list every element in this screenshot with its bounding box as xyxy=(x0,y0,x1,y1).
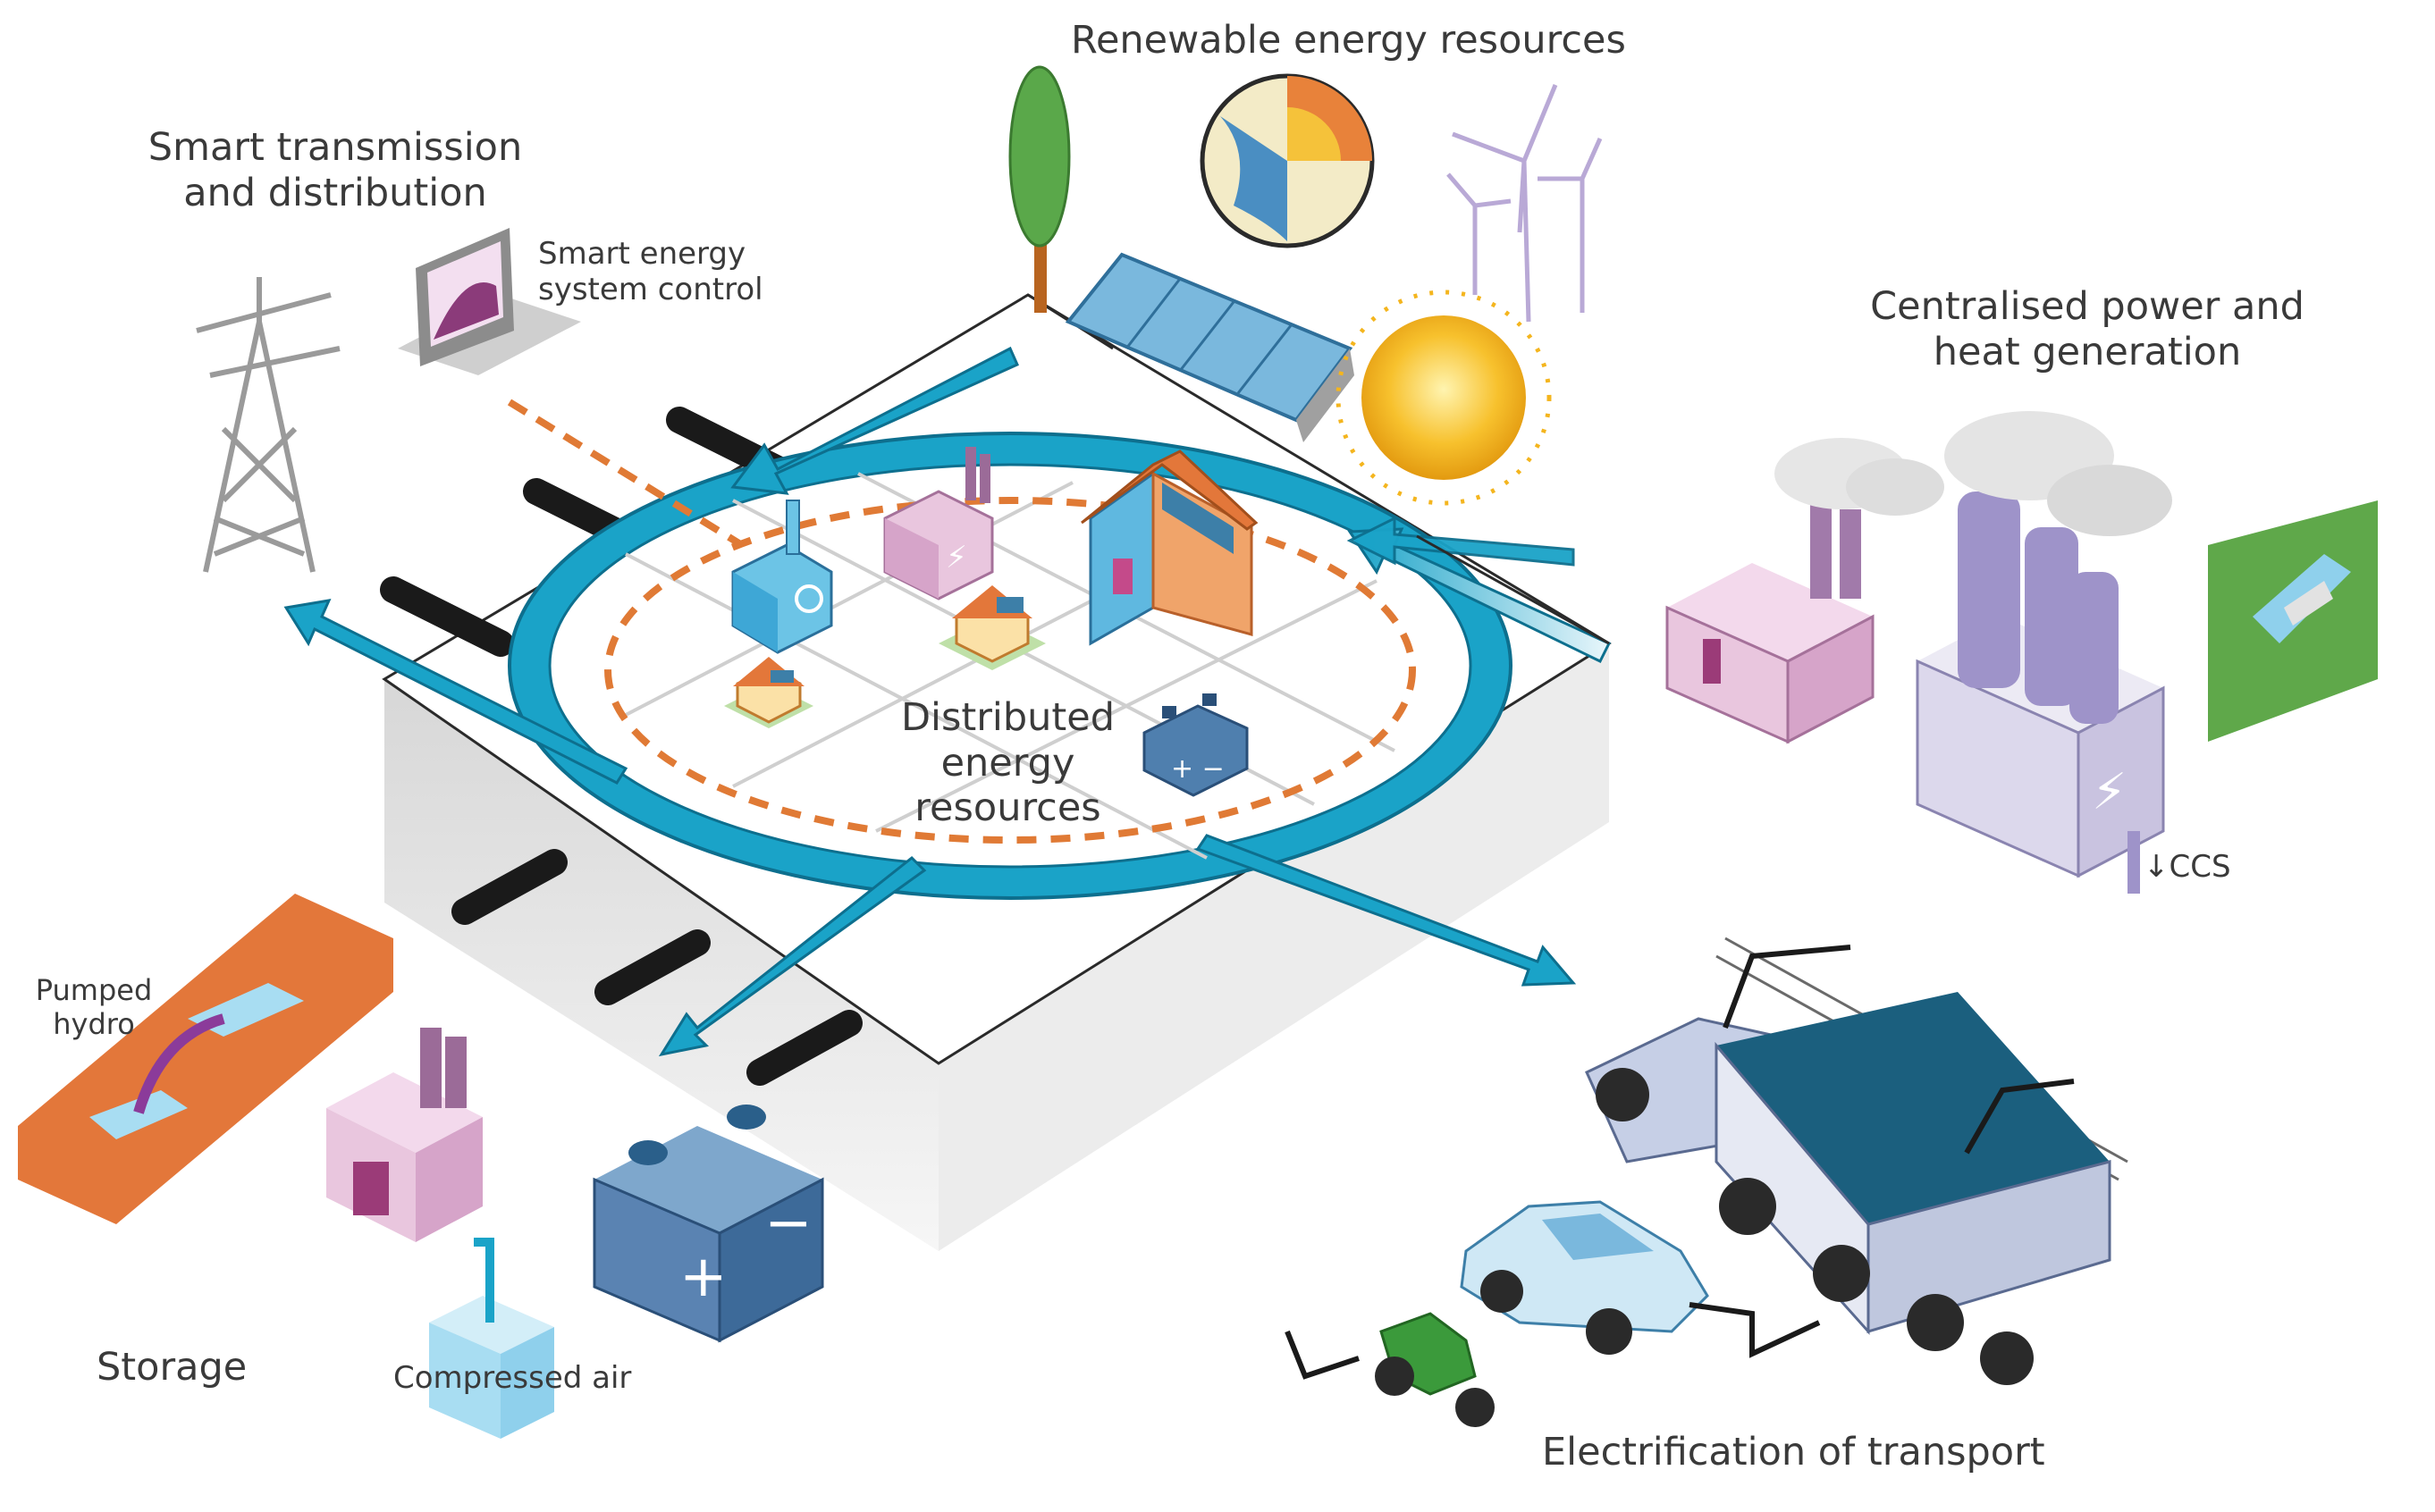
renewables xyxy=(1008,65,1603,506)
lightning-icon: ⚡ xyxy=(946,540,967,575)
dashed-grid-loop xyxy=(604,497,1416,844)
hydro-dam xyxy=(2208,500,2378,742)
arrow-out-storage xyxy=(658,855,927,1057)
der-line-2: energy xyxy=(940,740,1075,785)
storage-title: Storage xyxy=(97,1345,248,1390)
electric-truck xyxy=(1585,945,2111,1385)
large-battery: + − xyxy=(593,1105,824,1343)
centralised-title: Centralised power and heat generation xyxy=(1855,284,2320,374)
arrow-out-transport xyxy=(1195,834,1577,987)
der-house-medium xyxy=(939,585,1046,670)
geothermal-globe-icon xyxy=(1200,73,1375,248)
transport-group xyxy=(1285,937,2128,1427)
platform-right-side xyxy=(939,643,1609,1251)
renewable-title: Renewable energy resources xyxy=(1071,18,1626,63)
pumped-line-2: hydro xyxy=(53,1006,135,1041)
cable-pipe xyxy=(451,849,568,925)
pumped-hydro xyxy=(18,894,393,1224)
sun-icon xyxy=(1335,290,1552,506)
transport-title: Electrification of transport xyxy=(1542,1430,2045,1474)
smart-td-line-1: Smart transmission xyxy=(147,125,523,170)
ccs-label: ↓CCS xyxy=(2144,849,2231,885)
battery-polarity-icon: + − xyxy=(1171,753,1225,785)
smart-td-line-2: and distribution xyxy=(183,170,487,215)
big-power-plant: ⚡ xyxy=(1916,411,2172,894)
smart-td-title: Smart transmission and distribution xyxy=(134,125,536,215)
compressed-air-label: Compressed air xyxy=(393,1360,632,1396)
pink-power-plant xyxy=(1665,438,1944,744)
control-label: Smart energy system control xyxy=(538,236,763,307)
gear-icon xyxy=(795,584,823,613)
battery-polarity-icon: − xyxy=(764,1190,813,1256)
der-battery: + − xyxy=(1142,693,1249,797)
transmission-tower xyxy=(196,277,341,573)
pumped-hydro-label: Pumped hydro xyxy=(27,973,161,1042)
battery-polarity-icon: + xyxy=(679,1244,728,1310)
arrow-in-centralised xyxy=(1346,516,1575,567)
der-buildings: ⚡ + − xyxy=(724,447,1259,797)
der-house-small xyxy=(724,657,813,728)
control-computer xyxy=(398,228,581,375)
storage-group: + − xyxy=(18,894,824,1439)
flow-arrows xyxy=(283,346,1612,1057)
cable-pipe xyxy=(746,1010,863,1086)
electric-scooter xyxy=(1285,1312,1495,1427)
control-line-1: Smart energy xyxy=(538,236,746,272)
tree-icon xyxy=(1008,65,1071,313)
centralised-plants: ⚡ xyxy=(1665,411,2378,894)
der-chp-plant: ⚡ xyxy=(883,447,994,601)
control-link-dashed xyxy=(507,399,745,549)
compressed-air-plant xyxy=(326,1028,554,1439)
der-smart-house xyxy=(1081,449,1259,646)
electric-car xyxy=(1460,1200,1821,1358)
cable-pipe xyxy=(594,929,711,1005)
control-line-2: system control xyxy=(538,272,763,308)
centralised-line-1: Centralised power and xyxy=(1870,284,2304,329)
centralised-line-2: heat generation xyxy=(1933,329,2242,374)
wind-turbines xyxy=(1446,84,1603,323)
cable-pipe xyxy=(380,576,514,657)
der-line-1: Distributed xyxy=(900,695,1116,740)
der-line-3: resources xyxy=(914,785,1101,831)
pumped-line-1: Pumped xyxy=(35,973,153,1007)
ccs-text: CCS xyxy=(2169,849,2231,885)
arrow-in-renewable-top xyxy=(730,346,1019,495)
der-title: Distributed energy resources xyxy=(880,695,1135,831)
der-factory xyxy=(731,500,833,654)
down-arrow-icon: ↓ xyxy=(2144,849,2170,885)
arrow-out-left xyxy=(283,599,628,785)
lightning-icon: ⚡ xyxy=(2092,763,2127,821)
